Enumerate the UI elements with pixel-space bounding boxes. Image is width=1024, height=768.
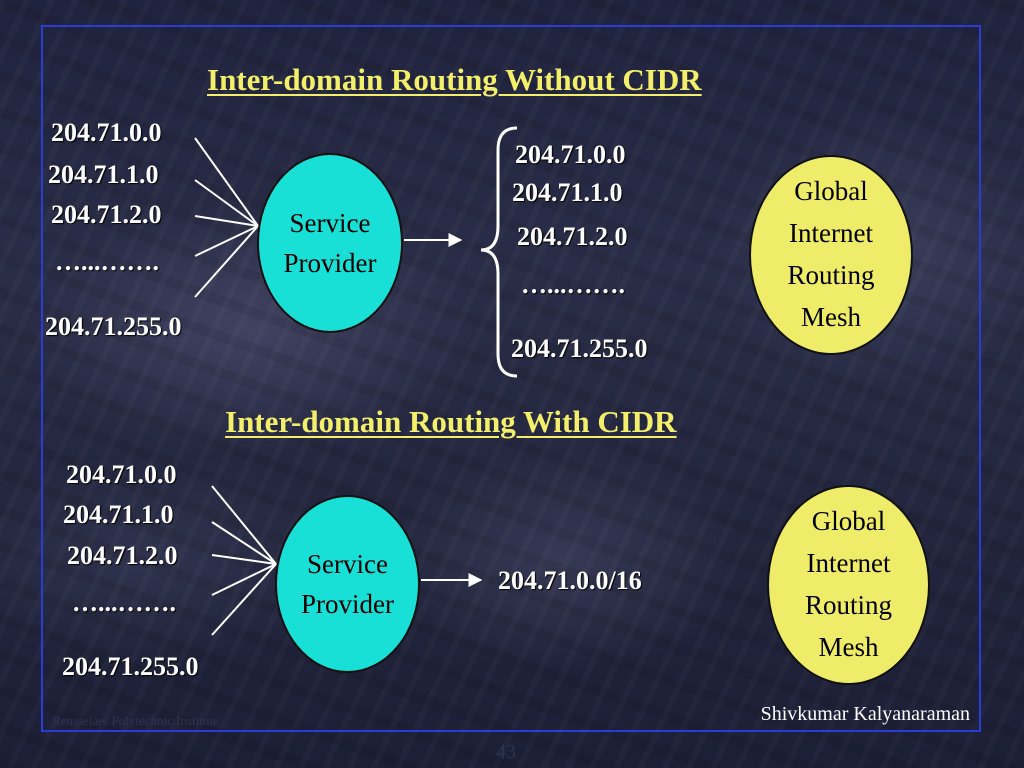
- bottom-input-prefix: 204.71.0.0: [66, 460, 177, 489]
- provider-label-line: Provider: [301, 589, 394, 619]
- top-line-4: [194, 225, 259, 257]
- bottom-line-5: [211, 563, 277, 636]
- bottom-line-1: [211, 485, 277, 565]
- bottom-input-prefix: 204.71.1.0: [63, 500, 174, 529]
- bottom-line-4: [211, 563, 277, 596]
- global-label-line: Mesh: [800, 301, 861, 332]
- author-footer: Shivkumar Kalyanaraman: [760, 703, 970, 725]
- top-input-prefix: 204.71.255.0: [45, 312, 182, 341]
- bottom-line-3: [211, 554, 277, 565]
- global-label-line: Global: [811, 506, 886, 537]
- global-label-line: Global: [794, 176, 868, 207]
- provider-label-line: Provider: [283, 248, 377, 278]
- bottom-input-prefix: 204.71.2.0: [67, 541, 178, 570]
- top-input-ellipsis: …...…….: [55, 247, 159, 276]
- bottom-input-ellipsis: …...…….: [72, 588, 176, 617]
- institution-footer: Rensselaer Polytechnic Institute: [52, 713, 219, 728]
- slide-frame: [41, 25, 981, 732]
- bottom-global-internet-node: Global Internet Routing Mesh: [767, 485, 930, 685]
- bottom-aggregated-prefix: 204.71.0.0/16: [498, 566, 642, 595]
- provider-label-line: Service: [289, 207, 371, 238]
- top-line-2: [194, 179, 259, 227]
- global-label-line: Internet: [789, 218, 873, 249]
- top-advertised-prefix: 204.71.2.0: [517, 222, 628, 251]
- bottom-line-2: [211, 521, 277, 565]
- title-with-cidr: Inter-domain Routing With CIDR: [225, 404, 677, 439]
- top-input-prefix: 204.71.2.0: [51, 200, 162, 229]
- top-advertised-prefix: 204.71.1.0: [512, 178, 623, 207]
- provider-label-line: Service: [307, 548, 388, 579]
- global-label-line: Mesh: [818, 631, 879, 662]
- title-without-cidr: Inter-domain Routing Without CIDR: [207, 62, 702, 97]
- top-input-prefix: 204.71.0.0: [51, 118, 162, 147]
- page-number: 43: [496, 741, 516, 763]
- top-input-prefix: 204.71.1.0: [48, 160, 159, 189]
- top-advertised-ellipsis: …...…….: [521, 270, 625, 299]
- global-label-line: Routing: [804, 590, 892, 620]
- bottom-service-provider-node: Service Provider: [275, 495, 420, 673]
- top-service-provider-node: Service Provider: [257, 153, 403, 333]
- top-global-internet-node: Global Internet Routing Mesh: [749, 155, 913, 355]
- bottom-input-prefix: 204.71.255.0: [62, 652, 199, 681]
- top-advertised-prefix: 204.71.0.0: [515, 140, 626, 169]
- top-brace: [480, 126, 518, 378]
- top-line-1: [194, 137, 259, 227]
- top-advertised-prefix: 204.71.255.0: [511, 334, 648, 363]
- global-label-line: Internet: [806, 548, 891, 579]
- global-label-line: Routing: [787, 260, 875, 290]
- top-line-5: [194, 225, 259, 298]
- top-line-3: [194, 215, 259, 227]
